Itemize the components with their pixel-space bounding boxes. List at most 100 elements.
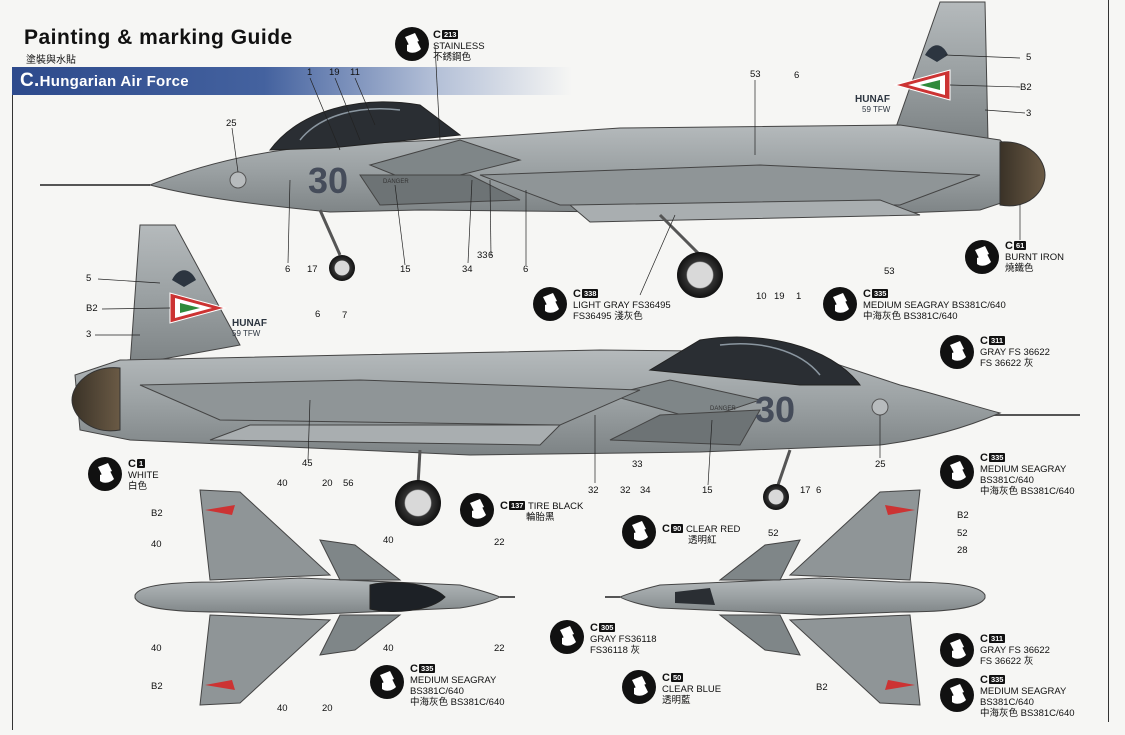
paint-bottle-icon xyxy=(550,620,584,654)
danger-marking-top: DANGER xyxy=(383,179,409,185)
marker-20-b: 20 xyxy=(322,703,333,714)
marker-28: 28 xyxy=(957,545,968,556)
marker-b2-mid: B2 xyxy=(86,303,98,314)
marker-56: 56 xyxy=(343,478,354,489)
marker-40-f: 40 xyxy=(277,703,288,714)
leader-lines xyxy=(95,44,1026,486)
page-title: Painting & marking Guide xyxy=(24,26,293,49)
marker-5-mid: 5 xyxy=(86,273,92,284)
paint-bottle-icon xyxy=(622,670,656,704)
paint-bottle-icon xyxy=(533,287,567,321)
marker-b2-tv-b: B2 xyxy=(151,681,163,692)
marker-32-b: 32 xyxy=(620,485,631,496)
marker-20-a: 20 xyxy=(322,478,333,489)
section-letter: C. xyxy=(20,70,40,91)
tail-unit-top: 59 TFW xyxy=(862,105,891,114)
marker-6-f: 6 xyxy=(816,485,822,496)
marker-3-top: 3 xyxy=(1026,108,1032,119)
marker-40-a: 40 xyxy=(277,478,288,489)
marker-53-bottom: 53 xyxy=(884,266,895,277)
section-title: Hungarian Air Force xyxy=(39,73,189,90)
marker-6-a: 6 xyxy=(285,264,291,275)
side-number-middle: 30 xyxy=(755,389,795,430)
paint-bottle-icon xyxy=(370,665,404,699)
marker-19-top: 19 xyxy=(329,67,340,78)
marker-32-a: 32 xyxy=(588,485,599,496)
marker-25-top: 25 xyxy=(226,118,237,129)
marker-33-top: 33 xyxy=(477,250,488,261)
marker-b2-tv-a: B2 xyxy=(151,508,163,519)
marker-1-mid: 1 xyxy=(796,291,802,302)
marker-25-mid: 25 xyxy=(875,459,886,470)
marker-34-top: 34 xyxy=(462,264,473,275)
marker-1-top: 1 xyxy=(307,67,313,78)
bottom-view xyxy=(605,489,986,706)
marker-3-mid: 3 xyxy=(86,329,92,340)
danger-marking-middle: DANGER xyxy=(710,406,736,412)
tail-unit-middle: 59 TFW xyxy=(232,329,261,338)
page-border-left xyxy=(12,90,13,730)
marker-15-mid: 15 xyxy=(702,485,713,496)
paint-bottle-icon xyxy=(823,287,857,321)
marker-22-a: 22 xyxy=(494,537,505,548)
top-view xyxy=(134,489,515,706)
marker-53-top: 53 xyxy=(750,69,761,80)
marker-40-d: 40 xyxy=(151,643,162,654)
marker-7-mid: 7 xyxy=(342,310,348,321)
marker-b2-top: B2 xyxy=(1020,82,1032,93)
marker-45-mid: 45 xyxy=(302,458,313,469)
page-border-right xyxy=(1108,0,1109,722)
paint-bottle-icon xyxy=(965,240,999,274)
marker-6-e: 6 xyxy=(315,309,321,320)
paint-bottle-icon xyxy=(940,678,974,712)
marker-40-e: 40 xyxy=(383,643,394,654)
paint-bottle-icon xyxy=(88,457,122,491)
paint-bottle-icon xyxy=(940,455,974,489)
side-view-right-facing: 30 DANGER HUNAF 59 TFW xyxy=(71,224,1080,526)
marker-19-mid: 19 xyxy=(774,291,785,302)
section-heading: C.Hungarian Air Force xyxy=(20,70,189,92)
paint-bottle-icon xyxy=(940,335,974,369)
paint-bottle-icon xyxy=(460,493,494,527)
side-view-left-facing: 30 DANGER HUNAF 59 TFW xyxy=(40,1,1046,298)
marker-52-b: 52 xyxy=(957,528,968,539)
marker-17-top: 17 xyxy=(307,264,318,275)
side-number-top: 30 xyxy=(308,160,348,201)
section-banner xyxy=(12,67,572,95)
marker-15-top: 15 xyxy=(400,264,411,275)
marker-33-mid: 33 xyxy=(632,459,643,470)
tail-text-middle: HUNAF xyxy=(232,318,267,329)
paint-bottle-icon xyxy=(622,515,656,549)
marker-52-a: 52 xyxy=(768,528,779,539)
marker-6-d: 6 xyxy=(794,70,800,81)
marker-40-b: 40 xyxy=(151,539,162,550)
page-subtitle: 塗裝與水貼 xyxy=(26,55,76,66)
marker-11-top: 11 xyxy=(350,67,360,78)
marker-b2-bv-a: B2 xyxy=(957,510,969,521)
marker-17-mid: 17 xyxy=(800,485,811,496)
paint-bottle-icon xyxy=(940,633,974,667)
marker-b2-bv-b: B2 xyxy=(816,682,828,693)
tail-text-top: HUNAF xyxy=(855,94,890,105)
marker-34-mid: 34 xyxy=(640,485,651,496)
marker-22-b: 22 xyxy=(494,643,505,654)
marker-6-b: 6 xyxy=(488,250,494,261)
marker-6-c: 6 xyxy=(523,264,529,275)
paint-bottle-icon xyxy=(395,27,429,61)
marker-40-c: 40 xyxy=(383,535,394,546)
